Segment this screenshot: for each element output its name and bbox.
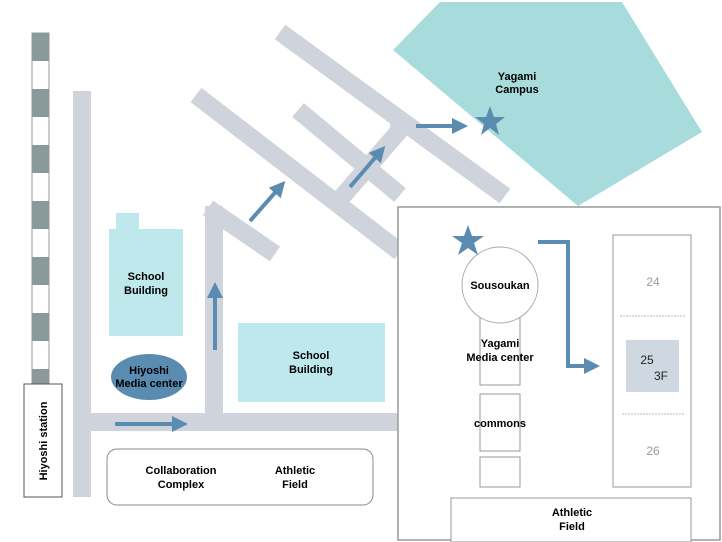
floor-26-label: 26 bbox=[646, 444, 660, 458]
rail-stripe bbox=[32, 145, 49, 173]
yagami-campus-area bbox=[393, 2, 702, 206]
yagami-campus-label: Campus bbox=[495, 84, 538, 96]
label: Building bbox=[289, 364, 333, 376]
road bbox=[292, 103, 406, 202]
yagami-campus-label: Yagami bbox=[498, 71, 537, 83]
rail-stripe bbox=[32, 369, 49, 385]
collaboration-complex-label: Complex bbox=[158, 479, 205, 491]
floor-24-label: 24 bbox=[646, 275, 660, 289]
star-icon bbox=[452, 225, 484, 255]
route-arrows bbox=[115, 118, 468, 432]
athletic-field bbox=[450, 497, 692, 542]
rail-stripe bbox=[32, 89, 49, 117]
floor-25-label: 25 bbox=[640, 353, 654, 367]
hiyoshi-media-center: Hiyoshi Media center bbox=[111, 354, 187, 400]
station-box bbox=[23, 383, 63, 498]
yagami-inset-map: Athletic Field Sousoukan Yagami Media ce… bbox=[397, 206, 721, 542]
athletic-field-label: Athletic bbox=[275, 465, 315, 477]
road bbox=[202, 200, 281, 262]
collaboration-complex-label: Collaboration bbox=[146, 465, 217, 477]
yagami-media-center-label: Yagami bbox=[481, 338, 520, 350]
railway bbox=[31, 32, 50, 386]
athletic-field-label: Field bbox=[559, 521, 585, 533]
rail-stripe bbox=[32, 313, 49, 341]
label: School bbox=[293, 350, 330, 362]
small-building bbox=[479, 456, 521, 488]
floor-25-highlight bbox=[626, 340, 679, 392]
label: Media center bbox=[115, 378, 183, 390]
rail-stripe bbox=[32, 257, 49, 285]
rail-stripe bbox=[32, 33, 49, 61]
star-icon bbox=[475, 106, 505, 135]
label: Hiyoshi bbox=[129, 365, 169, 377]
commons bbox=[479, 393, 521, 452]
route-arrow-icon bbox=[538, 240, 600, 374]
school-building-2: School Building bbox=[238, 323, 385, 402]
arrow-icon bbox=[248, 181, 286, 223]
station-label: Hiyoshi station bbox=[38, 401, 50, 480]
road bbox=[274, 24, 511, 204]
rail-stripe bbox=[32, 201, 49, 229]
school-building-1: School Building bbox=[109, 213, 183, 336]
sousoukan bbox=[461, 246, 539, 324]
road bbox=[190, 87, 406, 260]
athletic-field-label: Field bbox=[282, 479, 308, 491]
commons-label: commons bbox=[474, 418, 526, 430]
label: Building bbox=[124, 285, 168, 297]
yagami-media-center bbox=[479, 317, 521, 386]
arrow-icon bbox=[348, 145, 386, 189]
collaboration-athletic-block: Collaboration Complex Athletic Field bbox=[106, 448, 374, 506]
label: School bbox=[128, 271, 165, 283]
athletic-field-label: Athletic bbox=[552, 507, 592, 519]
yagami-media-center-label: Media center bbox=[466, 352, 534, 364]
target-floor-label: 3F bbox=[654, 369, 668, 383]
sousoukan-label: Sousoukan bbox=[470, 280, 530, 292]
